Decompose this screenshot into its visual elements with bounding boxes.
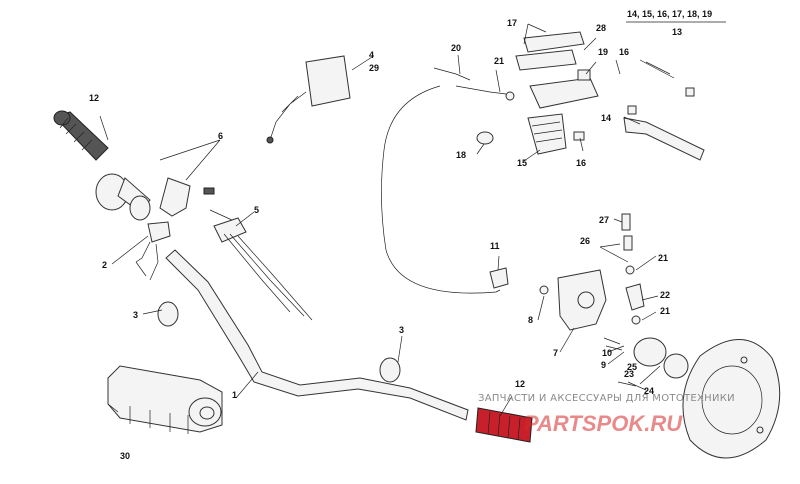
- throttle-cables-part: [209, 209, 313, 321]
- label-grip-left: 12: [89, 93, 99, 103]
- label-21-top: 21: [494, 56, 504, 66]
- label-14: 14: [601, 113, 611, 123]
- label-cables: 5: [254, 205, 259, 215]
- label-17: 17: [507, 18, 517, 28]
- watermark-caption: ЗАПЧАСТИ И АКСЕССУАРЫ ДЛЯ МОТОТЕХНИКИ: [478, 393, 735, 404]
- label-21-mid: 21: [658, 253, 668, 263]
- label-16-lower: 16: [576, 158, 586, 168]
- label-27: 27: [599, 215, 609, 225]
- label-22: 22: [660, 290, 670, 300]
- clutch-assembly-part: [489, 213, 689, 387]
- label-switch-housing: 6: [218, 131, 223, 141]
- label-20: 20: [451, 43, 461, 53]
- label-clamp: 11: [490, 241, 500, 251]
- label-16-upper: 16: [619, 47, 629, 57]
- label-clip-left: 3: [133, 310, 138, 320]
- label-cover: 30: [120, 451, 130, 461]
- label-25: 25: [627, 362, 637, 372]
- label-mirror-alt: 29: [369, 63, 379, 73]
- label-group-13: 13: [672, 27, 682, 37]
- master-cylinder-part: [381, 31, 705, 294]
- label-bolt-9: 9: [601, 360, 606, 370]
- mirror-part: [266, 55, 351, 144]
- label-15: 15: [517, 158, 527, 168]
- label-26: 26: [580, 236, 590, 246]
- leader-lines: [99, 21, 726, 417]
- label-21-low: 21: [660, 306, 670, 316]
- watermark: ЗАПЧАСТИ И АКСЕССУАРЫ ДЛЯ МОТОТЕХНИКИ PA…: [478, 393, 735, 436]
- label-19: 19: [598, 47, 608, 57]
- label-mirror: 4: [369, 50, 374, 60]
- right-grip-part: [475, 407, 533, 443]
- label-bolt-10: 10: [602, 348, 612, 358]
- label-clutch-bracket: 7: [553, 348, 558, 358]
- label-switch: 2: [102, 260, 107, 270]
- left-grip-part: [53, 110, 109, 161]
- watermark-logo: PARTSPOK.RU: [524, 411, 683, 436]
- callout-labels: 1 2 3 3 4 29 5 6 7 8 9 10 11 12 12 13 14…: [89, 9, 712, 461]
- label-handlebar: 1: [232, 390, 237, 400]
- handlebar-part: [165, 249, 469, 421]
- label-group-list: 14, 15, 16, 17, 18, 19: [627, 9, 712, 19]
- clip-right-part: [379, 357, 401, 383]
- label-28: 28: [596, 23, 606, 33]
- clip-left-part: [157, 301, 179, 327]
- label-18: 18: [456, 150, 466, 160]
- switch-housing-part: [95, 173, 215, 281]
- label-clip-right: 3: [399, 325, 404, 335]
- label-grip-right: 12: [515, 379, 525, 389]
- label-24: 24: [644, 386, 654, 396]
- engine-cover-part: [682, 339, 781, 459]
- label-bolt-8: 8: [528, 315, 533, 325]
- handlebar-cover-part: [107, 365, 223, 434]
- label-23: 23: [624, 369, 634, 379]
